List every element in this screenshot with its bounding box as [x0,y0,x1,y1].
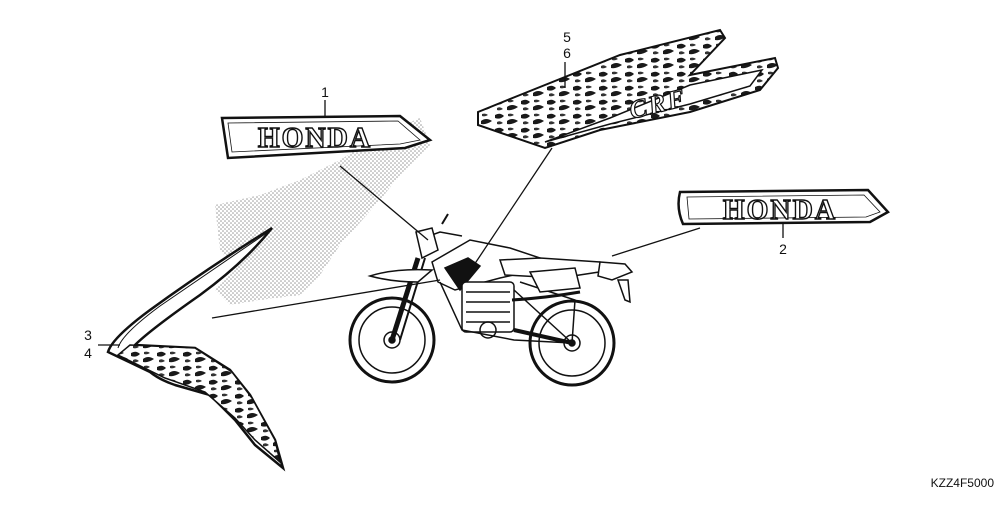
rear-wheel [528,299,616,387]
tank-stripe-crf[interactable]: CRF [477,28,780,150]
diagram-code: KZZ4F5000 [931,476,995,490]
callout-4[interactable]: 4 [84,345,92,361]
callout-1[interactable]: 1 [321,84,329,100]
front-wheel [348,296,436,384]
honda-emblem-top[interactable]: HONDA [220,114,433,160]
callout-2[interactable]: 2 [779,241,787,257]
honda-emblem-right[interactable]: HONDA [677,188,890,227]
emblem-right-wordmark: HONDA [723,195,837,226]
callout-6[interactable]: 6 [563,45,571,61]
shroud-chevron-decal[interactable] [106,226,286,472]
callouts: 1 2 3 4 5 6 [84,29,787,361]
callout-3[interactable]: 3 [84,327,92,343]
motorcycle [348,213,634,387]
stipple-wing-shadow [215,118,430,305]
callout-5[interactable]: 5 [563,29,571,45]
leader-lines [98,62,784,346]
emblem-top-wordmark: HONDA [258,123,372,154]
